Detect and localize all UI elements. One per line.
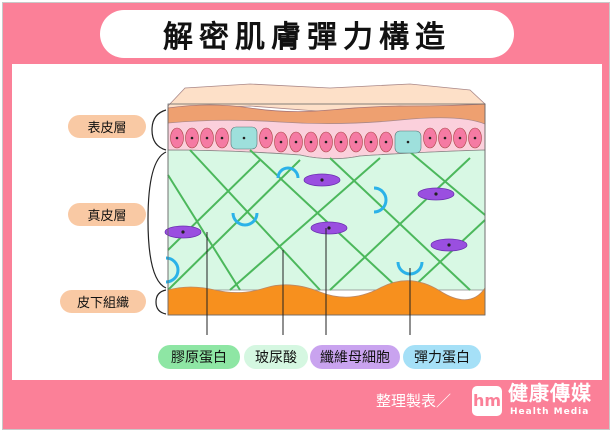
page-title: 解密肌膚彈力構造 — [100, 10, 514, 58]
cell-nucleus — [369, 140, 373, 144]
cell-nucleus — [320, 178, 324, 182]
cell-nucleus — [327, 226, 331, 230]
cell-nucleus — [434, 192, 438, 196]
label-dermis: 真皮層 — [68, 203, 146, 226]
brand-name-en: Health Media — [510, 407, 590, 417]
cell-nucleus — [473, 136, 477, 140]
cell-nucleus — [443, 136, 447, 140]
bracket-epidermis — [151, 109, 167, 151]
cell-nucleus — [242, 136, 246, 140]
cell-nucleus — [279, 140, 283, 144]
cell-nucleus — [384, 140, 388, 144]
cell-nucleus — [175, 136, 179, 140]
cell-nucleus — [447, 243, 451, 247]
collagen-fiber — [249, 149, 401, 291]
legend-hyaluronic-acid: 玻尿酸 — [244, 345, 308, 369]
cell-nucleus — [406, 140, 410, 144]
collagen-fiber — [167, 174, 241, 291]
cell-nucleus — [354, 140, 358, 144]
cell-nucleus — [309, 140, 313, 144]
cell-nucleus — [190, 136, 194, 140]
collagen-fiber — [167, 159, 301, 291]
cell-nucleus — [264, 136, 268, 140]
label-subcutis: 皮下組織 — [60, 290, 146, 313]
legend-fibroblast: 纖維母細胞 — [310, 345, 400, 369]
elastin-fiber — [165, 256, 180, 284]
bracket-subcutis — [155, 289, 167, 315]
cell-nucleus — [324, 140, 328, 144]
elastin-fiber — [231, 212, 259, 227]
cell-nucleus — [458, 136, 462, 140]
cell-nucleus — [428, 136, 432, 140]
collagen-fiber — [409, 151, 486, 216]
cell-nucleus — [181, 230, 185, 234]
brand-name: 健康傳媒 — [508, 381, 592, 405]
logo-icon: hm — [472, 386, 502, 416]
label-epidermis: 表皮層 — [68, 115, 146, 138]
bracket-dermis — [147, 151, 167, 289]
legend-collagen: 膠原蛋白 — [158, 345, 240, 369]
collagen-fiber — [329, 157, 471, 291]
elastin-fiber — [276, 166, 300, 179]
cell-nucleus — [294, 140, 298, 144]
dermis-layer — [167, 149, 486, 291]
elastin-fiber — [373, 186, 388, 214]
collagen-fiber — [229, 157, 381, 291]
legend-elastin: 彈力蛋白 — [403, 345, 481, 369]
cell-nucleus — [205, 136, 209, 140]
credit-text: 整理製表／ — [376, 392, 452, 410]
cell-nucleus — [220, 136, 224, 140]
cell-nucleus — [339, 140, 343, 144]
collagen-fiber — [409, 219, 486, 291]
